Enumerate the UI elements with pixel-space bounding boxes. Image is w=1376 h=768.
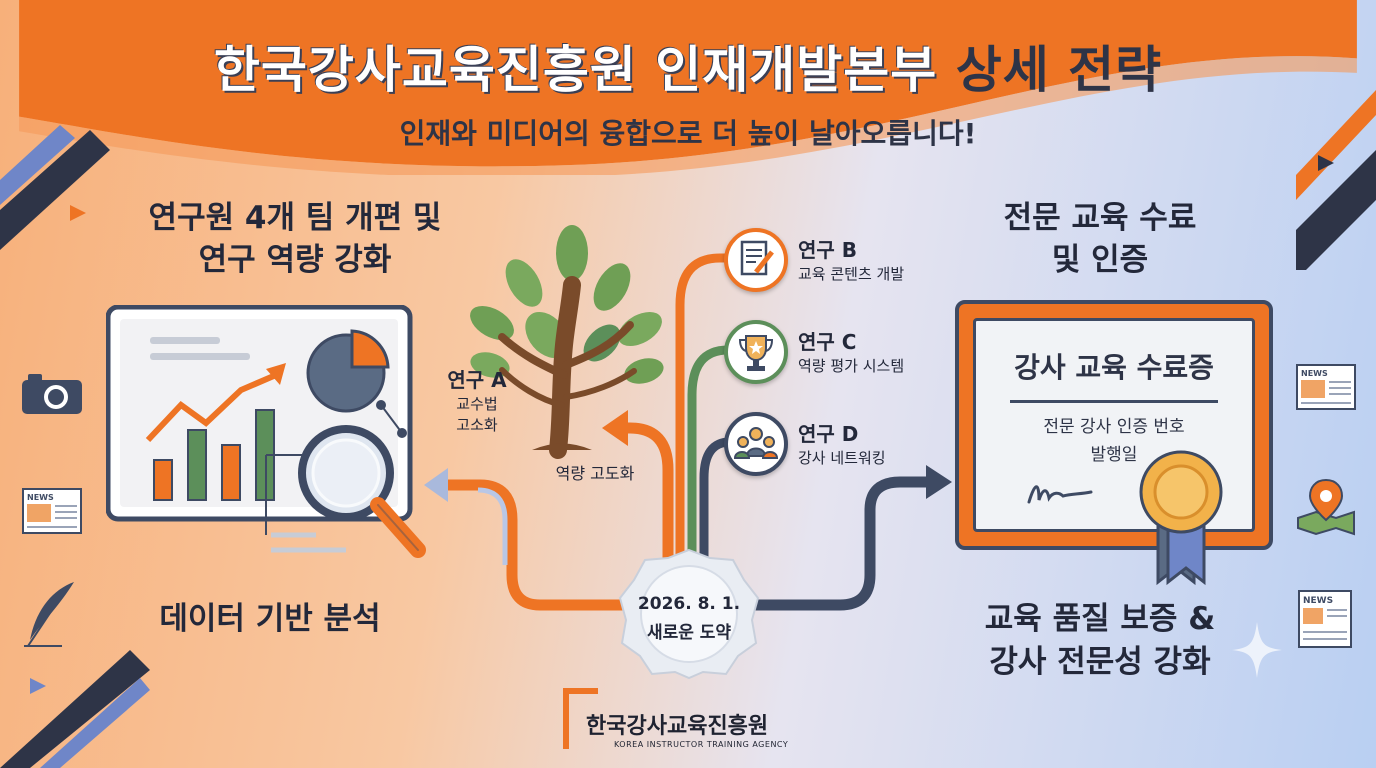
research-c: 연구 C 역량 평가 시스템 — [798, 326, 948, 376]
footer-org-name: 한국강사교육진흥원 — [586, 714, 769, 739]
date-badge-label: 새로운 도약 — [646, 623, 732, 643]
left-heading-line2: 연구 역량 강화 — [198, 241, 392, 278]
left-heading-line1: 연구원 4개 팀 개편 및 — [148, 200, 442, 236]
right-caption-line2: 강사 전문성 강화 — [989, 644, 1211, 681]
analytics-dashboard-illustration — [106, 305, 426, 558]
right-caption: 교육 품질 보증 & 강사 전문성 강화 — [955, 598, 1245, 685]
date-badge — [618, 548, 760, 680]
newspaper-icon: NEWS — [1296, 364, 1356, 410]
date-badge-date: 2026. 8. 1. — [637, 594, 741, 614]
research-d: 연구 D 강사 네트워킹 — [798, 418, 948, 468]
research-b-desc: 교육 콘텐츠 개발 — [798, 265, 905, 283]
certificate-line1: 전문 강사 인증 번호 — [1043, 417, 1185, 437]
research-a-desc-line1: 교수법 — [456, 395, 498, 413]
certificate-divider — [1010, 400, 1218, 403]
left-heading: 연구원 4개 팀 개편 및 연구 역량 강화 — [105, 198, 485, 282]
decor-triangle — [30, 678, 46, 694]
research-b-icon-circle — [724, 228, 788, 292]
decor-triangle — [70, 205, 86, 221]
header-banner — [19, 0, 1357, 175]
decor-stripes-right-top — [1296, 90, 1376, 270]
newspaper-icon: NEWS — [22, 488, 82, 534]
logo-bracket — [563, 688, 598, 749]
decor-triangle — [1318, 155, 1334, 171]
decor-stripes-left-bottom — [0, 650, 150, 768]
page-title-main: 한국강사교육진흥원 인재개발본부 — [213, 41, 938, 99]
research-b-title: 연구 B — [798, 238, 858, 262]
research-d-icon-circle — [724, 412, 788, 476]
right-heading-line2: 및 인증 — [1051, 241, 1149, 278]
news-label: NEWS — [27, 493, 54, 502]
signature-mark — [1027, 485, 1093, 504]
left-caption: 데이터 기반 분석 — [159, 601, 381, 637]
research-b: 연구 B 교육 콘텐츠 개발 — [798, 234, 948, 284]
document-pen-icon — [740, 240, 774, 276]
sparkle-icon — [1232, 622, 1282, 678]
camera-icon — [22, 374, 82, 414]
page-subtitle: 인재와 미디어의 융합으로 더 높이 날아오릅니다! — [399, 117, 977, 150]
date-badge-text: 2026. 8. 1. 새로운 도약 — [628, 594, 750, 643]
research-c-desc: 역량 평가 시스템 — [798, 357, 905, 375]
research-d-title: 연구 D — [798, 422, 859, 446]
quill-icon — [24, 582, 74, 647]
certificate-title: 강사 교육 수료증 — [1014, 351, 1214, 384]
tree-label: 역량 고도화 — [555, 464, 635, 483]
award-seal-icon — [1139, 450, 1223, 586]
footer-org-english: KOREA INSTRUCTOR TRAINING AGENCY — [614, 740, 789, 749]
right-heading-line1: 전문 교육 수료 — [1003, 200, 1197, 236]
news-label: NEWS — [1303, 596, 1333, 606]
news-label: NEWS — [1301, 369, 1328, 378]
certificate-line2: 발행일 — [1090, 445, 1138, 465]
research-d-desc: 강사 네트워킹 — [798, 449, 886, 467]
newspaper-icon: NEWS — [1298, 590, 1352, 648]
certificate — [955, 300, 1273, 550]
research-a: 연구 A 교수법 고소화 — [432, 364, 522, 435]
page-title-accent: 상세 전략 — [955, 41, 1163, 99]
research-c-title: 연구 C — [798, 330, 857, 354]
right-caption-line1: 교육 품질 보증 & — [984, 601, 1216, 637]
research-a-title: 연구 A — [447, 368, 507, 392]
footer-logo: 한국강사교육진흥원 KOREA INSTRUCTOR TRAINING AGEN… — [586, 708, 826, 749]
page-title: 한국강사교육진흥원 인재개발본부 상세 전략 — [0, 30, 1376, 102]
right-heading: 전문 교육 수료 및 인증 — [955, 198, 1245, 282]
tree-illustration — [470, 225, 664, 459]
people-network-icon — [733, 427, 779, 459]
research-a-desc-line2: 고소화 — [456, 416, 498, 434]
map-pin-icon — [1297, 478, 1355, 536]
research-c-icon-circle — [724, 320, 788, 384]
decor-stripes-left-top — [0, 125, 110, 250]
trophy-icon — [738, 335, 774, 371]
